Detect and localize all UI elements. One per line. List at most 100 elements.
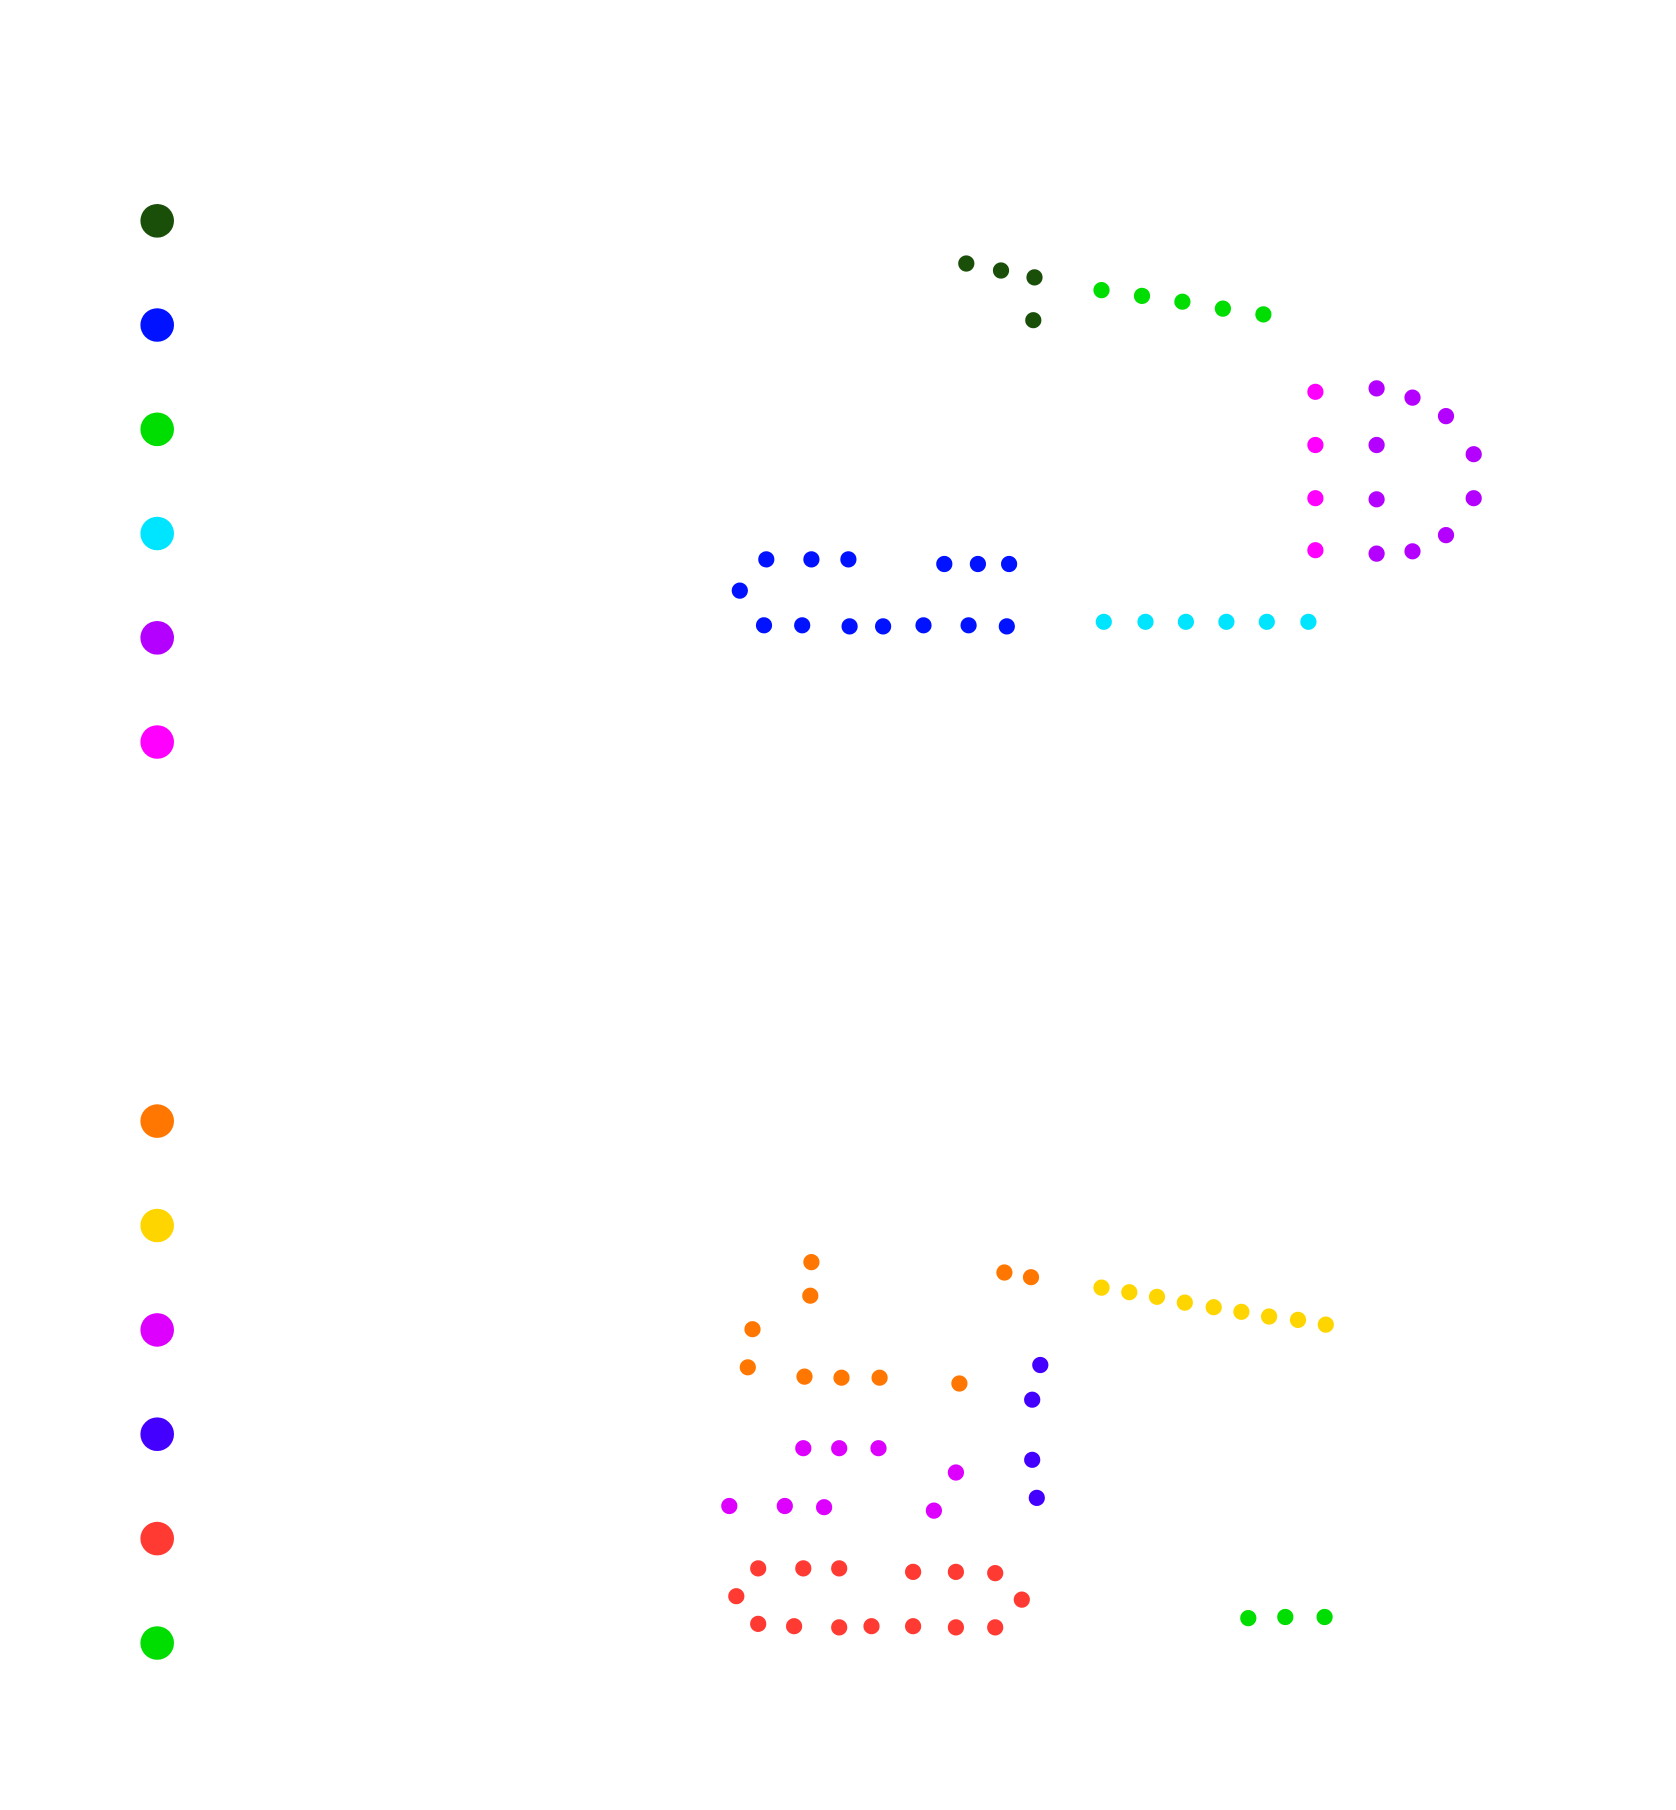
- legend-swatch: [140, 1313, 174, 1347]
- data-point: [1205, 1299, 1222, 1316]
- data-point: [951, 1375, 968, 1392]
- data-point: [1437, 527, 1455, 544]
- data-point: [1025, 312, 1042, 329]
- data-point: [721, 1497, 738, 1515]
- data-point: [958, 255, 975, 272]
- data-point: [875, 618, 892, 635]
- data-point: [1148, 1288, 1166, 1305]
- data-point: [1368, 491, 1385, 508]
- data-point: [1307, 436, 1324, 454]
- data-point: [1093, 1279, 1110, 1296]
- data-point: [998, 618, 1015, 635]
- legend-swatch: [140, 1104, 174, 1138]
- data-point: [1177, 613, 1194, 630]
- legend-swatch: [140, 412, 174, 447]
- data-point: [816, 1499, 833, 1516]
- data-point: [758, 551, 775, 568]
- legend-swatch: [140, 516, 174, 551]
- data-point: [1465, 490, 1482, 507]
- data-point: [739, 1359, 756, 1376]
- bottom-plot-area: [721, 1254, 1334, 1636]
- data-point: [831, 1560, 848, 1577]
- bottom-scatter-panel: [140, 1104, 1334, 1660]
- data-point: [915, 617, 932, 634]
- data-point: [1233, 1303, 1250, 1320]
- data-point: [831, 1440, 848, 1457]
- data-point: [1218, 613, 1235, 630]
- data-point: [1368, 436, 1385, 454]
- legend-swatch: [140, 1521, 174, 1556]
- series-group: [739, 1254, 1040, 1392]
- legend-swatch: [140, 204, 174, 238]
- data-point: [803, 551, 820, 568]
- data-point: [1289, 1311, 1307, 1328]
- data-point: [1316, 1608, 1333, 1626]
- data-point: [1404, 543, 1421, 560]
- series-group: [731, 551, 1018, 635]
- data-point: [786, 1618, 803, 1635]
- legend-swatch: [140, 725, 174, 759]
- data-point: [863, 1618, 880, 1635]
- data-point: [1465, 446, 1482, 463]
- data-point: [1001, 555, 1018, 573]
- data-point: [1121, 1284, 1138, 1301]
- data-point: [1240, 1610, 1257, 1627]
- data-point: [1022, 1269, 1040, 1286]
- data-point: [1095, 613, 1112, 630]
- legend-swatch: [140, 308, 174, 342]
- data-point: [831, 1619, 848, 1636]
- data-point: [925, 1502, 943, 1519]
- legend-swatch: [140, 1208, 174, 1243]
- data-point: [947, 1464, 965, 1481]
- data-point: [996, 1264, 1013, 1281]
- data-point: [1174, 293, 1191, 310]
- data-point: [796, 1368, 813, 1385]
- top-legend: [140, 204, 174, 759]
- data-point: [947, 1563, 965, 1580]
- data-point: [1024, 1451, 1041, 1468]
- data-point: [1093, 282, 1110, 299]
- data-point: [1368, 380, 1385, 397]
- data-point: [1437, 408, 1455, 425]
- data-point: [841, 618, 858, 635]
- data-point: [1214, 300, 1231, 317]
- bottom-legend: [140, 1104, 174, 1660]
- data-point: [1026, 269, 1043, 286]
- series-group: [721, 1440, 965, 1519]
- data-point: [871, 1369, 888, 1386]
- data-point: [870, 1440, 887, 1457]
- data-point: [1307, 542, 1324, 559]
- data-point: [960, 617, 977, 634]
- series-group: [728, 1560, 1030, 1636]
- data-point: [1176, 1294, 1193, 1311]
- data-point: [1255, 306, 1272, 323]
- data-point: [833, 1369, 850, 1386]
- data-point: [905, 1618, 922, 1635]
- data-point: [1032, 1356, 1049, 1374]
- data-point: [1258, 613, 1275, 630]
- data-point: [1307, 383, 1324, 400]
- top-plot-area: [731, 255, 1482, 635]
- data-point: [802, 1287, 819, 1304]
- series-group: [1024, 1356, 1049, 1506]
- data-point: [794, 617, 811, 634]
- series-group: [958, 255, 1043, 329]
- data-point: [936, 555, 953, 573]
- data-point: [728, 1588, 745, 1605]
- data-point: [755, 617, 773, 634]
- series-group: [1368, 380, 1482, 562]
- data-point: [731, 582, 748, 599]
- data-point: [1300, 613, 1317, 630]
- data-point: [992, 262, 1010, 279]
- data-point: [750, 1560, 767, 1577]
- data-point: [1404, 389, 1421, 406]
- series-group: [1307, 383, 1324, 559]
- data-point: [969, 555, 987, 573]
- data-point: [1307, 490, 1324, 507]
- series-group: [1093, 1279, 1334, 1333]
- data-point: [987, 1565, 1004, 1582]
- data-point: [840, 551, 857, 568]
- series-group: [1095, 613, 1317, 630]
- data-point: [795, 1560, 812, 1577]
